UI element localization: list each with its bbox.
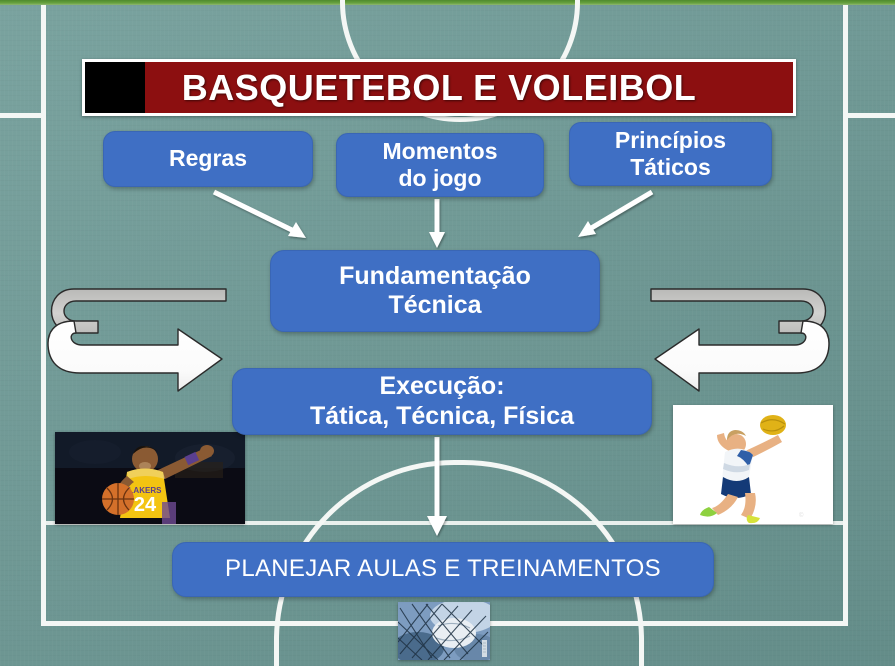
box-fundamentacao-tecnica[interactable]: Fundamentação Técnica	[270, 250, 600, 332]
volleyball-player-illustration: ©	[673, 405, 833, 524]
box-planejar-aulas-e-treinamentos[interactable]: PLANEJAR AULAS E TREINAMENTOS	[172, 542, 714, 597]
box-fundamentacao-line1: Fundamentação	[339, 261, 531, 290]
box-fundamentacao-line2: Técnica	[388, 291, 482, 319]
page-title: BASQUETEBOL E VOLEIBOL	[181, 66, 697, 108]
cycle-arrow-right	[626, 277, 841, 397]
court-sideline-left	[41, 5, 46, 625]
box-momentos-line1: Momentos	[382, 137, 498, 164]
cycle-arrow-left	[36, 277, 251, 397]
box-planejar-label: PLANEJAR AULAS E TREINAMENTOS	[225, 555, 661, 583]
photo-basketball-player: LAKERS 24	[55, 432, 245, 524]
box-regras[interactable]: Regras	[103, 131, 313, 187]
box-momentos-line2: do jogo	[398, 165, 482, 191]
cycle-arrow-right-shape	[650, 288, 830, 392]
slide-title-inner-band	[145, 62, 793, 113]
box-fundamentacao-label: Fundamentação Técnica	[339, 262, 531, 321]
svg-text:24: 24	[134, 494, 157, 516]
box-principios-taticos[interactable]: Princípios Táticos	[569, 122, 772, 186]
box-momentos-label: Momentos do jogo	[383, 138, 498, 192]
photo-volleyball-player: ©	[673, 405, 833, 524]
box-execucao-line1: Execução:	[379, 372, 505, 400]
box-execucao-label: Execução: Tática, Técnica, Física	[310, 372, 574, 431]
photo-ball-in-net	[398, 602, 490, 660]
slide-title-banner: BASQUETEBOL E VOLEIBOL	[82, 59, 796, 116]
svg-text:©: ©	[799, 512, 804, 519]
court-tick-right	[845, 113, 895, 118]
ball-in-net-illustration	[398, 602, 490, 660]
box-momentos-do-jogo[interactable]: Momentos do jogo	[336, 133, 544, 197]
box-regras-label: Regras	[169, 145, 247, 172]
basketball-player-illustration: LAKERS 24	[55, 432, 245, 524]
cycle-arrow-left-shape	[47, 288, 227, 392]
court-sideline-right	[843, 5, 848, 625]
box-principios-label: Princípios Táticos	[615, 127, 726, 181]
box-principios-line1: Princípios	[614, 126, 727, 153]
box-principios-line2: Táticos	[630, 154, 711, 180]
court-tick-left	[0, 113, 44, 118]
svg-text:LAKERS: LAKERS	[129, 486, 163, 495]
box-execucao[interactable]: Execução: Tática, Técnica, Física	[232, 368, 652, 435]
box-execucao-line2: Tática, Técnica, Física	[309, 401, 574, 430]
